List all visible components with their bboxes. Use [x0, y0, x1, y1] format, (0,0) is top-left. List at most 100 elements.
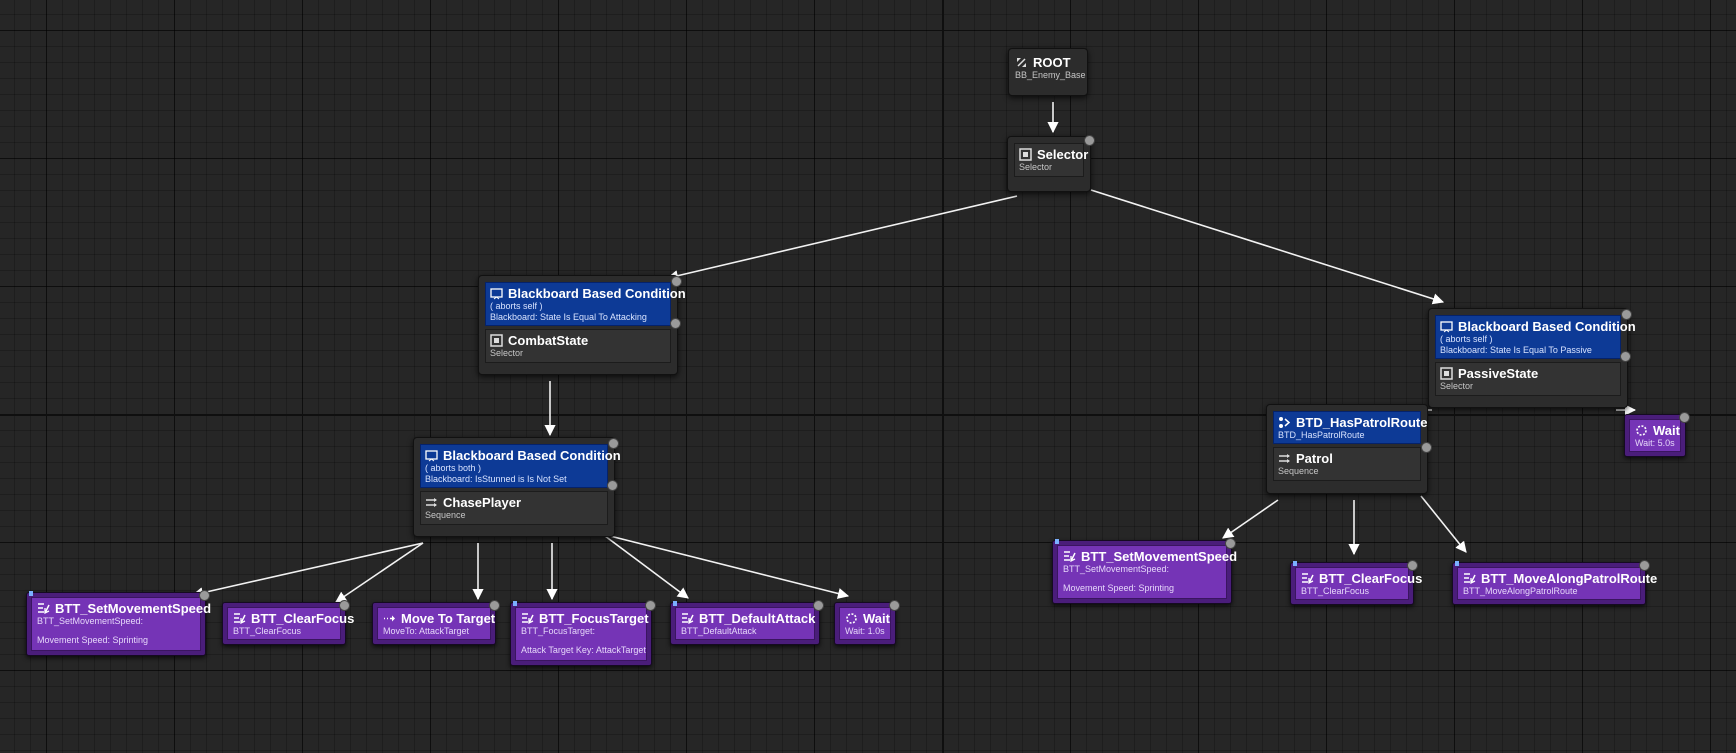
output-pin[interactable] [1407, 560, 1418, 571]
wire-patrol-task1 [1222, 499, 1279, 539]
task-default-attack[interactable]: BTT_DefaultAttack BTT_DefaultAttack [670, 600, 824, 645]
output-pin[interactable] [1225, 538, 1236, 549]
task-icon [681, 612, 694, 625]
blackboard-condition-decorator[interactable]: Blackboard Based Condition ( aborts self… [1435, 315, 1636, 359]
decorator-title: Blackboard Based Condition [1458, 319, 1636, 334]
decorator-detail: Blackboard: IsStunned is Is Not Set [425, 474, 567, 484]
decorator-title: BTD_HasPatrolRoute [1296, 415, 1428, 430]
output-pin[interactable] [489, 600, 500, 611]
task-title: Wait [1653, 423, 1680, 438]
spacer [1063, 575, 1221, 583]
output-pin[interactable] [608, 438, 619, 449]
wire-chase-task2 [335, 542, 424, 603]
sequence-icon [425, 496, 438, 509]
output-pin[interactable] [1621, 309, 1632, 320]
blackboard-condition-decorator[interactable]: Blackboard Based Condition ( aborts self… [485, 282, 686, 326]
decorator-detail: Blackboard: State Is Equal To Passive [1440, 345, 1592, 355]
output-pin[interactable] [813, 600, 824, 611]
passive-title: PassiveState [1458, 366, 1539, 381]
combat-title: CombatState [508, 333, 589, 348]
blackboard-icon [425, 449, 438, 462]
passive-state-node[interactable]: Blackboard Based Condition ( aborts self… [1428, 308, 1636, 408]
task-detail: BTT_ClearFocus [233, 626, 302, 636]
combat-state-node[interactable]: Blackboard Based Condition ( aborts self… [478, 275, 686, 375]
has-patrol-route-decorator[interactable]: BTD_HasPatrolRoute BTD_HasPatrolRoute [1273, 411, 1427, 444]
decorator-detail: Blackboard: State Is Equal To Attacking [490, 312, 647, 322]
decorator-pin[interactable] [670, 318, 681, 329]
task-detail: BTT_MoveAlongPatrolRoute [1463, 586, 1578, 596]
task-icon [37, 602, 50, 615]
wait-icon [845, 612, 858, 625]
index-marker [673, 601, 677, 606]
task-detail: BTT_SetMovementSpeed: [37, 616, 144, 626]
blackboard-condition-decorator[interactable]: Blackboard Based Condition ( aborts both… [420, 444, 621, 488]
combat-subtitle: Selector [490, 348, 524, 358]
selector-icon [1440, 367, 1453, 380]
wire-chase-task1 [191, 542, 424, 599]
decorator-title: Blackboard Based Condition [443, 448, 621, 463]
task-title: BTT_ClearFocus [1319, 571, 1423, 586]
move-arrow-icon [383, 612, 396, 625]
wire-chase-task6 [609, 535, 850, 599]
chase-title: ChasePlayer [443, 495, 522, 510]
output-pin[interactable] [1639, 560, 1650, 571]
task-icon [1301, 572, 1314, 585]
output-pin[interactable] [645, 600, 656, 611]
root-title: ROOT [1033, 55, 1071, 70]
selector-main-node[interactable]: Selector Selector [1007, 135, 1095, 192]
task-detail-2: Movement Speed: Sprinting [1063, 583, 1175, 593]
sequence-icon [1278, 452, 1291, 465]
task-clear-focus-patrol[interactable]: BTT_ClearFocus BTT_ClearFocus [1290, 560, 1422, 605]
task-detail: BTT_ClearFocus [1301, 586, 1370, 596]
passive-subtitle: Selector [1440, 381, 1474, 391]
spacer [37, 627, 195, 635]
decorator-pin[interactable] [607, 480, 618, 491]
output-pin[interactable] [339, 600, 350, 611]
task-set-movement-speed-patrol[interactable]: BTT_SetMovementSpeed BTT_SetMovementSpee… [1052, 538, 1237, 604]
task-title: BTT_FocusTarget [539, 611, 649, 626]
output-pin[interactable] [889, 600, 900, 611]
task-wait[interactable]: Wait Wait: 1.0s [834, 600, 900, 645]
blackboard-icon [1440, 320, 1453, 333]
decorator-detail: BTD_HasPatrolRoute [1278, 430, 1365, 440]
task-move-to-target[interactable]: Move To Target MoveTo: AttackTarget [372, 600, 500, 645]
decorator-pin[interactable] [1620, 351, 1631, 362]
decorator-aborts: ( aborts self ) [490, 301, 543, 311]
task-title: BTT_DefaultAttack [699, 611, 816, 626]
wire-selector-passive [1090, 189, 1445, 305]
task-clear-focus[interactable]: BTT_ClearFocus BTT_ClearFocus [222, 600, 354, 645]
index-marker [1055, 539, 1059, 544]
task-title: BTT_MoveAlongPatrolRoute [1481, 571, 1658, 586]
wait-icon [1635, 424, 1648, 437]
spacer [521, 637, 641, 645]
blackboard-icon [490, 287, 503, 300]
task-icon [1063, 550, 1076, 563]
task-title: Wait [863, 611, 890, 626]
output-pin[interactable] [199, 590, 210, 601]
task-detail: BTT_DefaultAttack [681, 626, 757, 636]
task-title: BTT_SetMovementSpeed [1081, 549, 1238, 564]
task-move-along-patrol-route[interactable]: BTT_MoveAlongPatrolRoute BTT_MoveAlongPa… [1452, 560, 1657, 605]
task-title: Move To Target [401, 611, 496, 626]
task-icon [233, 612, 246, 625]
output-pin[interactable] [1421, 442, 1432, 453]
output-pin[interactable] [1679, 412, 1690, 423]
patrol-node[interactable]: BTD_HasPatrolRoute BTD_HasPatrolRoute Pa… [1266, 404, 1432, 494]
index-marker [513, 601, 517, 606]
wire-selector-combat [666, 195, 1018, 282]
chase-player-node[interactable]: Blackboard Based Condition ( aborts both… [413, 437, 621, 537]
selector-icon [1019, 148, 1032, 161]
output-pin[interactable] [1084, 135, 1095, 146]
custom-decorator-icon [1278, 416, 1291, 429]
root-node[interactable]: ROOT BB_Enemy_Base [1008, 48, 1088, 96]
selector-icon [490, 334, 503, 347]
task-focus-target[interactable]: BTT_FocusTarget BTT_FocusTarget: Attack … [510, 600, 656, 666]
task-set-movement-speed[interactable]: BTT_SetMovementSpeed BTT_SetMovementSpee… [26, 590, 211, 656]
task-detail: Wait: 5.0s [1635, 438, 1675, 448]
task-icon [1463, 572, 1476, 585]
task-detail: MoveTo: AttackTarget [383, 626, 470, 636]
task-title: BTT_ClearFocus [251, 611, 355, 626]
output-pin[interactable] [671, 276, 682, 287]
task-wait-passive[interactable]: Wait Wait: 5.0s [1624, 412, 1690, 457]
task-detail: Wait: 1.0s [845, 626, 885, 636]
